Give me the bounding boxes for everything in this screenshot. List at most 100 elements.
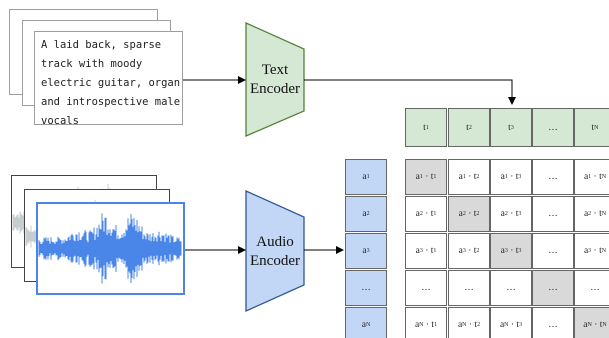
matrix-a: a [583, 246, 589, 256]
caption-line: electric guitar, organ [41, 77, 181, 89]
audio-encoder-label: Audio [256, 233, 294, 250]
matrix-dot-t: · t [591, 209, 602, 219]
matrix-t-index: 1 [434, 322, 438, 328]
audio-encoder-shape [245, 189, 305, 313]
audio-embedding-label-base: … [361, 283, 371, 293]
audio-embedding-label-base: a [362, 172, 367, 182]
matrix-ellipsis: … [548, 246, 558, 256]
waveform [38, 213, 182, 284]
matrix-t-index: N [602, 322, 607, 328]
matrix-a: a [414, 320, 420, 330]
matrix-dot-t: · t [591, 246, 602, 256]
matrix-dot-t: · t [423, 320, 435, 330]
matrix-t-index: N [601, 211, 607, 217]
matrix-dot-t: · t [507, 246, 519, 256]
matrix-dot-t: · t [465, 246, 477, 256]
text-embedding-label-base: t [466, 122, 469, 133]
audio-embedding-label-base: a [362, 246, 367, 256]
matrix-a-index: 3 [504, 248, 508, 254]
matrix-t-index: 3 [518, 248, 522, 254]
audio-embedding-4: … [345, 270, 387, 306]
matrix-ellipsis: … [464, 283, 474, 293]
matrix-a: a [500, 246, 505, 256]
audio-encoder-label: Encoder [250, 252, 300, 269]
text-embedding-label-base: … [548, 122, 558, 133]
matrix-t-index: 1 [433, 248, 437, 254]
audio-embedding-label-base: a [362, 209, 367, 219]
matrix-a: a [583, 209, 589, 219]
similarity-cell-4-5: … [574, 270, 609, 306]
matrix-dot-t: · t [422, 172, 434, 182]
similarity-cell-4-4: … [532, 270, 574, 306]
text-embedding-label-subscript: 3 [510, 124, 514, 131]
matrix-ellipsis: … [548, 172, 558, 182]
text-embedding-label-base: t [591, 122, 595, 133]
matrix-a: a [415, 172, 420, 182]
caption-line: and introspective male [41, 96, 181, 108]
matrix-t-index: N [601, 248, 607, 254]
matrix-ellipsis: … [548, 320, 558, 330]
matrix-dot-t: · t [466, 320, 478, 330]
caption-line: track with moody [41, 58, 143, 70]
text-encoder-shape [245, 21, 305, 137]
matrix-a-index: 3 [462, 248, 466, 254]
matrix-a: a [500, 209, 505, 219]
matrix-a-index: 3 [419, 248, 423, 254]
matrix-a: a [415, 246, 420, 256]
matrix-t-index: N [601, 174, 607, 180]
caption-line: A laid back, sparse [41, 39, 162, 51]
matrix-t-index: 1 [433, 211, 437, 217]
matrix-a: a [583, 172, 589, 182]
text-embedding-label-subscript: 1 [425, 124, 429, 131]
matrix-a-index: 2 [462, 211, 466, 217]
matrix-a: a [499, 320, 505, 330]
matrix-a: a [583, 320, 588, 330]
matrix-t-index: 3 [519, 322, 523, 328]
matrix-a-index: 2 [588, 211, 592, 217]
similarity-cell-4-3: … [490, 270, 532, 306]
matrix-a: a [458, 209, 463, 219]
text-encoder-label: Encoder [250, 81, 300, 97]
matrix-t-index: 3 [518, 211, 522, 217]
similarity-cell-4-2: … [448, 270, 490, 306]
audio-embedding-label-subscript: 2 [366, 211, 370, 217]
audio-embedding-label-base: a [361, 320, 366, 330]
matrix-dot-t: · t [422, 246, 434, 256]
matrix-dot-t: · t [422, 209, 434, 219]
similarity-cell-2-4: … [532, 196, 574, 232]
audio-embedding-label-subscript: 3 [366, 248, 370, 254]
matrix-a-index: 1 [462, 174, 466, 180]
matrix-a-index: 3 [588, 248, 592, 254]
text-embedding-label-base: t [508, 122, 511, 133]
matrix-a: a [500, 172, 505, 182]
similarity-cell-4-1: … [405, 270, 447, 306]
text-encoder-label: Text [261, 62, 289, 78]
matrix-a-index: 1 [588, 174, 592, 180]
audio-embedding-label-subscript: N [365, 322, 371, 328]
matrix-t-index: 2 [476, 174, 480, 180]
text-embedding-label-subscript: 2 [468, 124, 472, 131]
matrix-t-index: 1 [433, 174, 437, 180]
matrix-a-index: 1 [504, 174, 508, 180]
matrix-dot-t: · t [465, 172, 477, 182]
matrix-ellipsis: … [421, 283, 431, 293]
matrix-t-index: 2 [477, 322, 481, 328]
matrix-dot-t: · t [508, 320, 520, 330]
text-embedding-4: … [532, 108, 574, 147]
